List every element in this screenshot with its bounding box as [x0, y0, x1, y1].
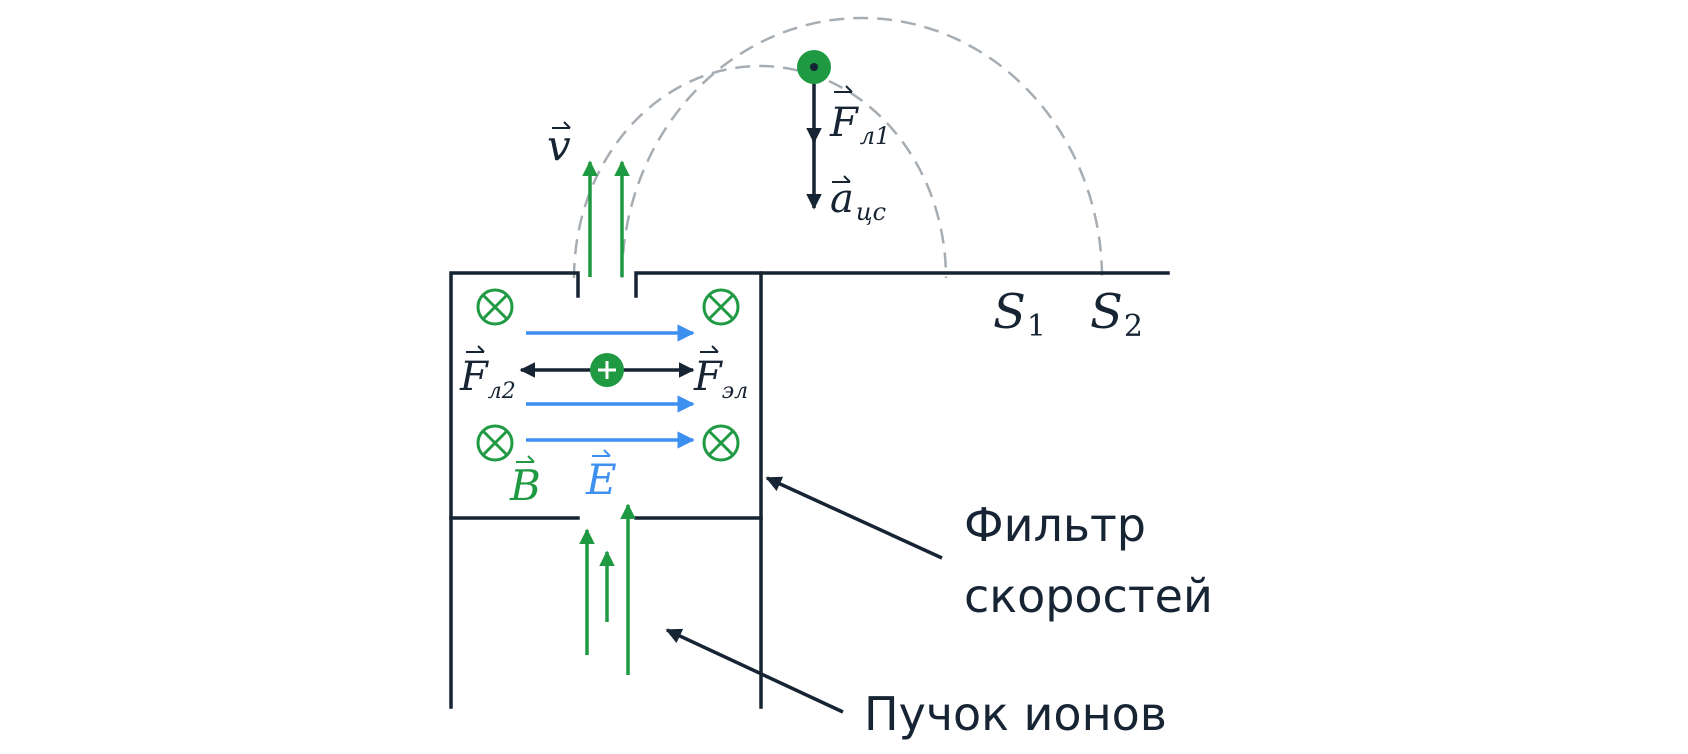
ion-beam-caption: Пучок ионов [864, 687, 1167, 741]
centripetal-accel-label: aцс [830, 176, 886, 226]
velocity-filter-caption-line2: скоростей [964, 569, 1213, 623]
vector-arrow-icon [466, 85, 853, 353]
field-into-page-icon [702, 288, 740, 326]
ion-center-dot [810, 63, 818, 71]
slit-s2-label: S2 [1090, 284, 1143, 344]
positive-ion-icon [590, 353, 624, 387]
lorentz-force-2-label: Fл2 [459, 354, 516, 404]
slit-s1-label: S1 [993, 284, 1046, 344]
vector-arrow-icon [592, 449, 611, 457]
lorentz-force-1-label: Fл1 [829, 100, 890, 150]
electric-field-arrows [526, 324, 695, 449]
apparatus-walls [449, 271, 1170, 709]
trajectory-arc-s1 [572, 64, 948, 279]
electric-force-label: Fэл [693, 354, 748, 404]
field-into-page-icon [476, 424, 514, 462]
velocity-filter-caption-line1: Фильтр [964, 498, 1146, 552]
filter-pointer-arrow [765, 476, 943, 560]
ion-beam-arrows [579, 503, 636, 675]
field-into-page-icon [476, 288, 514, 326]
trajectory-arc-s2 [620, 16, 1104, 279]
velocity-label: v [547, 121, 571, 170]
beam-pointer-arrow [665, 628, 844, 714]
vector-arrow-icon [516, 455, 535, 463]
field-into-page-icon [702, 424, 740, 462]
magnetic-field-label: B [509, 461, 541, 510]
electric-field-label: E [585, 455, 617, 504]
velocity-arrows [582, 160, 630, 277]
